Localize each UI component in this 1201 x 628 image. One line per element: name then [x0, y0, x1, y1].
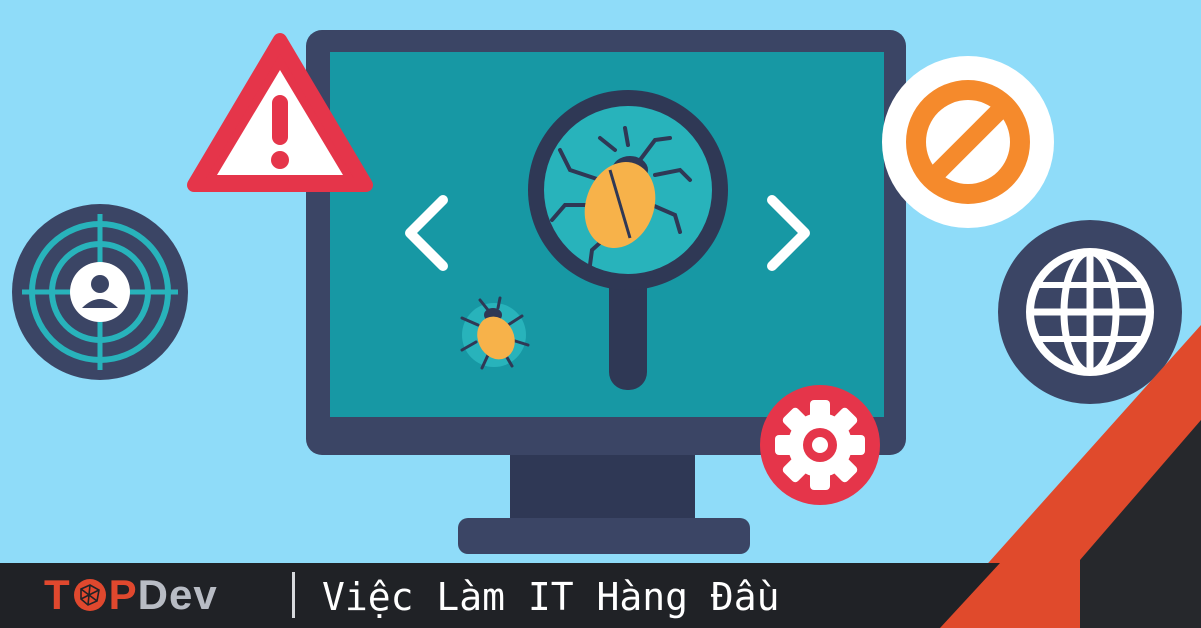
target-user-icon	[12, 204, 188, 380]
footer-bar	[0, 563, 1000, 628]
tagline: Việc Làm IT Hàng Đầu	[322, 575, 780, 619]
logo-word-dev: Dev	[137, 571, 218, 618]
gear-icon	[760, 385, 880, 505]
logo-letter-t: T	[44, 571, 71, 618]
chevron-left-icon	[405, 195, 448, 271]
warning-triangle-icon	[187, 33, 373, 192]
chevron-right-icon	[767, 195, 810, 271]
monitor-stand	[458, 445, 750, 554]
topdev-logo[interactable]: T P Dev	[44, 568, 218, 622]
corner-decoration	[930, 325, 1201, 628]
logo-network-o-icon	[73, 579, 106, 611]
footer-divider	[292, 572, 295, 618]
globe-icon	[998, 220, 1182, 404]
logo-letter-p: P	[108, 571, 138, 618]
magnifier-bug-icon	[528, 90, 728, 390]
no-entry-icon	[882, 56, 1054, 228]
small-bug-icon	[460, 296, 530, 370]
